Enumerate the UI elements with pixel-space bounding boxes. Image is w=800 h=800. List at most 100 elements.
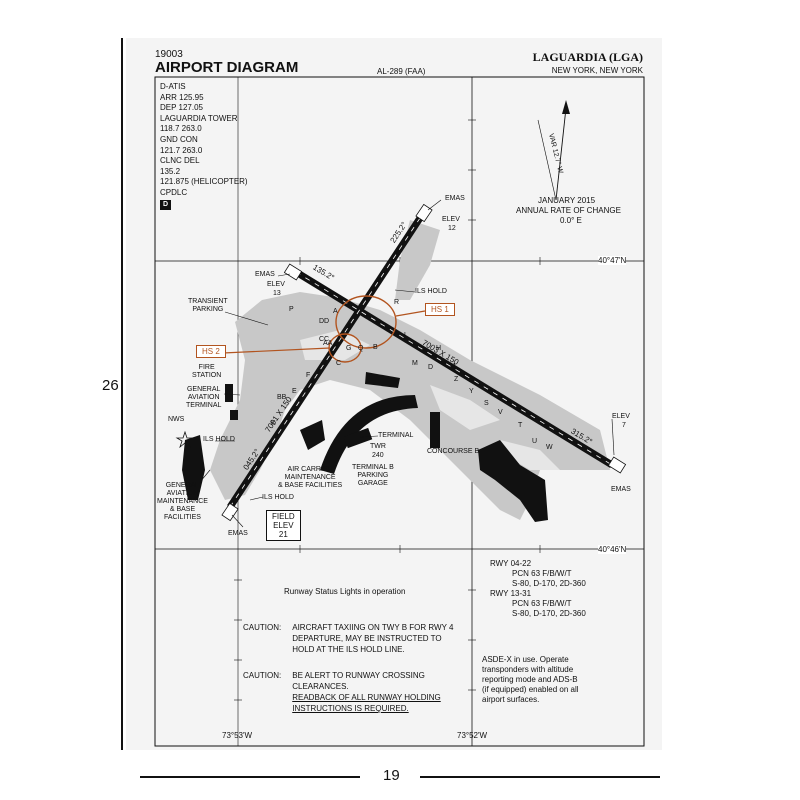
height-dimension-line xyxy=(121,38,123,750)
airport-city: NEW YORK, NEW YORK xyxy=(551,66,643,75)
runway-status-note: Runway Status Lights in operation xyxy=(284,587,406,596)
elev-right-label: ELEV xyxy=(612,413,630,420)
east-terminal xyxy=(478,440,548,522)
height-dimension-label: 26 xyxy=(102,377,119,394)
elev-left-value: 13 xyxy=(273,290,281,297)
width-dimension-label: 19 xyxy=(383,767,400,784)
cpdlc-badge: D xyxy=(160,199,248,211)
taxiway-label: Z xyxy=(454,376,459,383)
chart-code: AL-289 (FAA) xyxy=(377,67,426,76)
frequency-line: LAGUARDIA TOWER xyxy=(160,113,238,123)
width-dimension-line-left xyxy=(140,776,360,778)
taxiway-label: R xyxy=(394,299,400,306)
frequency-line: D-ATIS xyxy=(160,82,186,91)
north-hangar xyxy=(365,372,400,388)
true-north-arrow xyxy=(555,107,567,201)
elev-right-value: 7 xyxy=(622,422,626,429)
chart-title: AIRPORT DIAGRAM xyxy=(155,59,299,76)
label-leaders xyxy=(194,199,615,528)
frequency-line: GND CON xyxy=(160,134,198,144)
taxiway-label: D xyxy=(428,364,434,371)
taxiway-label: S xyxy=(484,400,489,407)
emas-right-label: EMAS xyxy=(611,486,631,493)
air-carrier-building xyxy=(300,420,325,450)
emas-left-label: EMAS xyxy=(255,271,275,278)
field-elevation-box: FIELD ELEV 21 xyxy=(266,510,301,541)
field-elev-line-2: ELEV xyxy=(273,521,294,530)
airport-name: LAGUARDIA (LGA) xyxy=(532,50,643,64)
taxiway-label: U xyxy=(532,438,538,445)
variation-rate-title: ANNUAL RATE OF CHANGE xyxy=(516,206,621,215)
frequency-line: CLNC DEL xyxy=(160,156,200,166)
frequency-line: ARR 125.95 xyxy=(160,92,204,102)
frequency-line: 121.7 263.0 xyxy=(160,145,203,155)
taxiway-label: DD xyxy=(319,318,330,325)
caution-1: CAUTION: AIRCRAFT TAXIING ON TWY B FOR R… xyxy=(243,623,454,654)
taxiway-label: W xyxy=(546,444,553,451)
width-dimension-line-right xyxy=(420,776,660,778)
tower-label: TWR xyxy=(370,443,386,450)
longitude-east: 73°52'W xyxy=(457,731,488,740)
concourse-b-label: CONCOURSE B xyxy=(427,448,480,455)
ils-hold-left-label: ILS HOLD xyxy=(203,436,235,443)
taxiway-label: C xyxy=(336,360,342,367)
terminal-tower xyxy=(343,427,373,449)
latitude-south: 40°46'N xyxy=(598,545,627,554)
frequency-line: 121.875 (HELICOPTER) xyxy=(160,177,248,187)
emas-box-22 xyxy=(415,203,433,223)
concourse-b xyxy=(430,412,440,448)
elev-top-value: 12 xyxy=(448,225,456,232)
latitude-north: 40°47'N xyxy=(598,256,627,265)
taxiway-label: E xyxy=(292,388,297,395)
ils-hold-top-label: ILS HOLD xyxy=(415,288,447,295)
variation-rate: 0.0° E xyxy=(560,216,582,225)
caution-1-label: CAUTION: xyxy=(243,623,282,632)
nws-label: NWS xyxy=(168,416,185,423)
taxiway-label: L xyxy=(404,332,408,339)
taxiway-label: CC xyxy=(319,336,330,343)
hot-spot-1-circle xyxy=(335,295,397,349)
taxiway-label: B xyxy=(373,344,378,351)
buildings xyxy=(182,372,548,522)
taxiway-label: A xyxy=(333,308,338,315)
hot-spot-1-leader xyxy=(395,310,426,317)
caution-2-label: CAUTION: xyxy=(243,671,282,680)
asde-note: ASDE-X in use. Operate transponders with… xyxy=(482,655,579,704)
hot-spot-2-leader xyxy=(222,347,331,354)
taxiway-label: J xyxy=(452,363,456,370)
tower-height: 240 xyxy=(372,452,384,459)
elev-left-label: ELEV xyxy=(267,281,285,288)
taxiway-label: Q xyxy=(358,345,364,352)
taxiway-label: AA xyxy=(323,340,333,347)
nws-star xyxy=(175,430,195,449)
chart-id: 19003 xyxy=(155,49,183,60)
fire-station-building xyxy=(230,410,238,420)
magnetic-north-line xyxy=(537,119,557,201)
emas-bottom-label: EMAS xyxy=(228,530,248,537)
frequency-line: 135.2 xyxy=(160,166,181,176)
taxiway-label: G xyxy=(346,345,352,352)
longitude-west: 73°53'W xyxy=(222,731,253,740)
terminal-b-arc xyxy=(320,395,418,474)
apron-areas xyxy=(210,220,610,520)
taxiway-label: H xyxy=(436,345,442,352)
taxiway-label: T xyxy=(518,422,523,429)
elev-top-label: ELEV xyxy=(442,216,460,223)
field-elev-line-3: 21 xyxy=(278,530,288,539)
taxiway-label: M xyxy=(412,360,418,367)
diagram-frame xyxy=(154,76,645,747)
emas-box-31 xyxy=(607,456,627,474)
frequency-line: CPDLC xyxy=(160,187,188,197)
taxiway-label: Y xyxy=(469,388,474,395)
terminal-label: TERMINAL xyxy=(378,432,414,439)
true-north-arrowhead xyxy=(562,100,570,114)
taxiway-label: K xyxy=(271,420,276,427)
